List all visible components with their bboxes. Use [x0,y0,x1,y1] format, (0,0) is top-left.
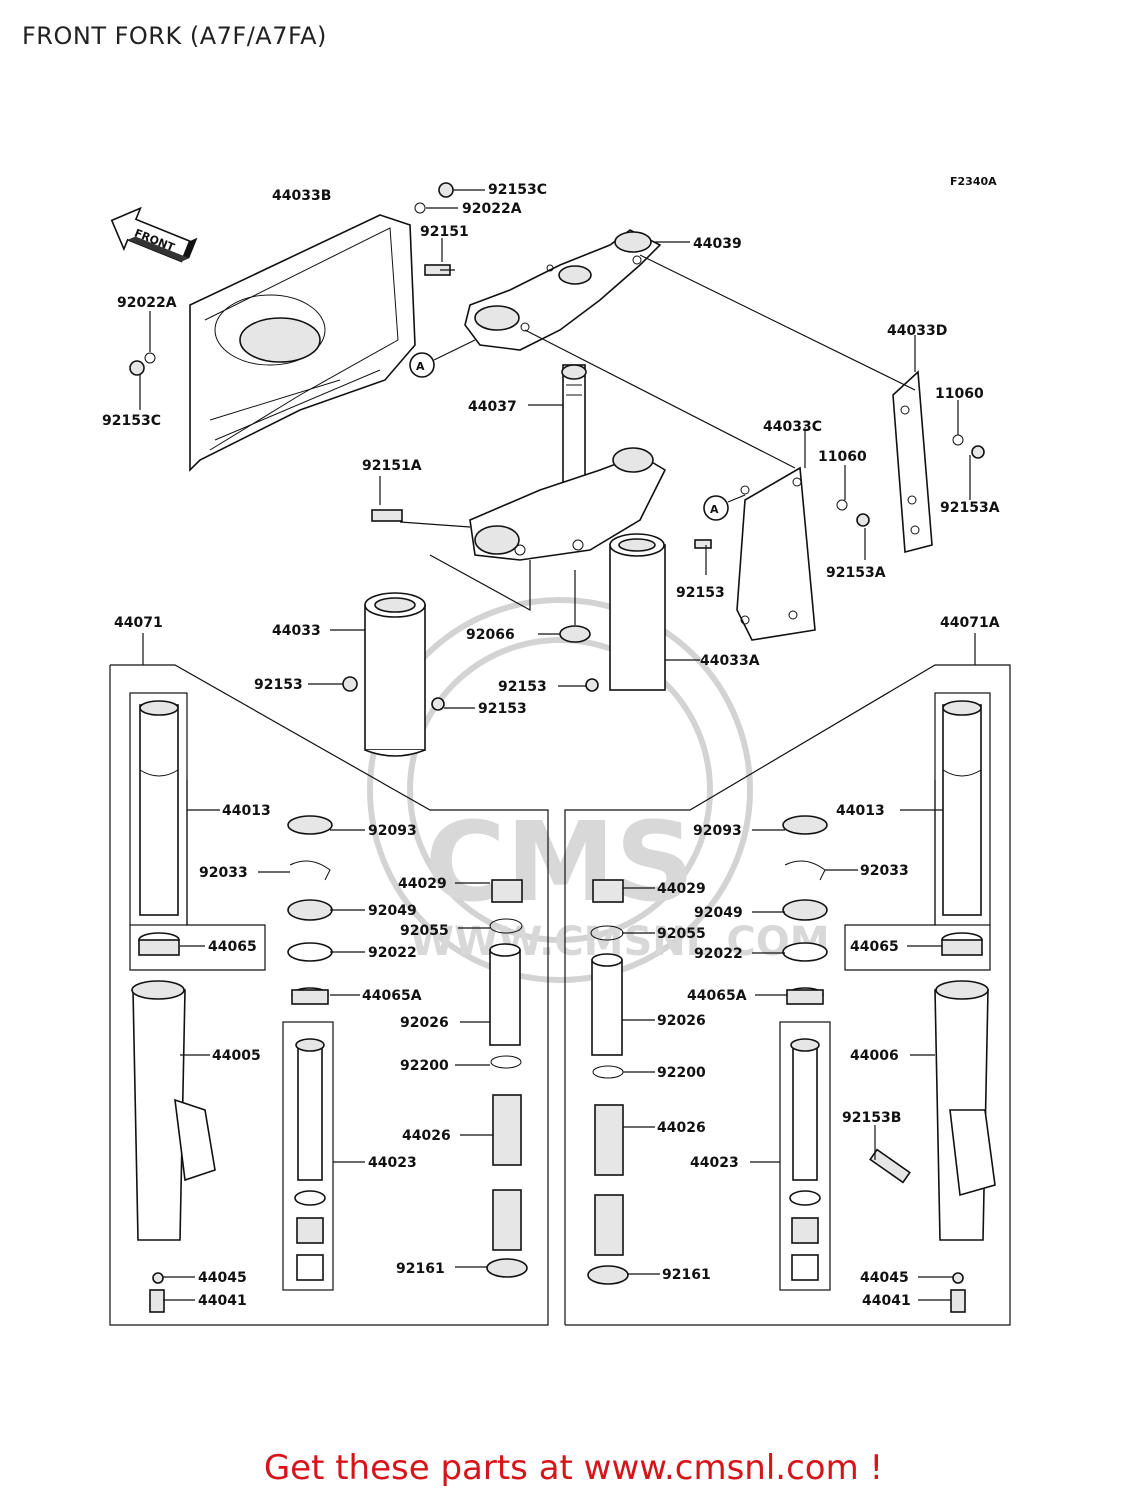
label-92153a-a: 92153A [940,500,1000,516]
label-92093-l: 92093 [368,823,417,839]
label-44023-l: 44023 [368,1155,417,1171]
label-44065a-l: 44065A [362,988,422,1004]
label-44026-l: 44026 [402,1128,451,1144]
label-44071a: 44071A [940,615,1000,631]
label-92049-l: 92049 [368,903,417,919]
label-92022a-top: 92022A [462,201,522,217]
fork-cover-44033c [736,466,816,641]
label-44033d: 44033D [887,323,947,339]
label-92153a-b: 92153A [826,565,886,581]
ref-mark-a2: A [710,503,719,516]
label-44065-l: 44065 [208,939,257,955]
label-92066: 92066 [466,627,515,643]
label-92153-l2: 92153 [478,701,527,717]
leader-lines [139,189,976,1301]
fork-cover-44033a [609,533,666,691]
label-44039: 44039 [693,236,742,252]
label-11060-b: 11060 [818,449,867,465]
label-92153b: 92153B [842,1110,901,1126]
label-44026-r: 44026 [657,1120,706,1136]
label-92153c-left: 92153C [102,413,161,429]
label-44037: 44037 [468,399,517,415]
assembly-lines-top [399,254,916,625]
label-92153c-top: 92153C [488,182,547,198]
label-44065-r: 44065 [850,939,899,955]
label-92049-r: 92049 [694,905,743,921]
label-44041-r: 44041 [862,1293,911,1309]
label-92200-r: 92200 [657,1065,706,1081]
label-92151: 92151 [420,224,469,240]
upper-bracket-44039 [464,229,662,351]
label-92055-l: 92055 [400,923,449,939]
label-92033-l: 92033 [199,865,248,881]
label-44029-r: 44029 [657,881,706,897]
label-44005: 44005 [212,1048,261,1064]
left-fork-parts [131,700,528,1313]
label-92161-l: 92161 [396,1261,445,1277]
label-92022-l: 92022 [368,945,417,961]
label-44006: 44006 [850,1048,899,1064]
ref-mark-a1: A [416,360,425,373]
label-92055-r: 92055 [657,926,706,942]
label-92161-r: 92161 [662,1267,711,1283]
label-92153-l1: 92153 [254,677,303,693]
fork-cover-44033b [189,214,416,472]
label-44013-l: 44013 [222,803,271,819]
footer-link[interactable]: Get these parts at www.cmsnl.com ! [263,1448,884,1488]
page-title: FRONT FORK (A7F/A7FA) [22,22,327,50]
label-44029-l: 44029 [398,876,447,892]
label-44023-r: 44023 [690,1155,739,1171]
right-fork-parts [587,700,996,1313]
fork-cover-44033d [892,370,933,554]
front-arrow-icon: FRONT [110,206,198,263]
label-92026-r: 92026 [657,1013,706,1029]
washer-92066 [559,625,591,643]
label-44071: 44071 [114,615,163,631]
fork-boxes [109,664,1011,1326]
label-44041-l: 44041 [198,1293,247,1309]
label-44045-l: 44045 [198,1270,247,1286]
label-44013-r: 44013 [836,803,885,819]
label-92022a-left: 92022A [117,295,177,311]
label-11060-a: 11060 [935,386,984,402]
label-92153-l3: 92153 [498,679,547,695]
fork-cover-44033 [364,592,426,757]
steering-stem-44037 [469,364,667,561]
label-92151a: 92151A [362,458,422,474]
ref-marks: A A [409,352,729,521]
label-92026-l: 92026 [400,1015,449,1031]
label-92022-r: 92022 [694,946,743,962]
watermark-brand: CMS [425,798,694,926]
label-44033c: 44033C [763,419,822,435]
part-labels: 44033B 92153C 92022A 92151 44039 92022A … [102,182,1000,1309]
label-44033b: 44033B [272,188,331,204]
label-92200-l: 92200 [400,1058,449,1074]
label-44033: 44033 [272,623,321,639]
label-92033-r: 92033 [860,863,909,879]
label-44065a-r: 44065A [687,988,747,1004]
label-92093-r: 92093 [693,823,742,839]
figure-code: F2340A [950,175,997,188]
label-44033a: 44033A [700,653,760,669]
label-44045-r: 44045 [860,1270,909,1286]
watermark: CMS WWW.CMSNL.COM [367,597,830,983]
fasteners [129,182,985,711]
label-92153-mid: 92153 [676,585,725,601]
